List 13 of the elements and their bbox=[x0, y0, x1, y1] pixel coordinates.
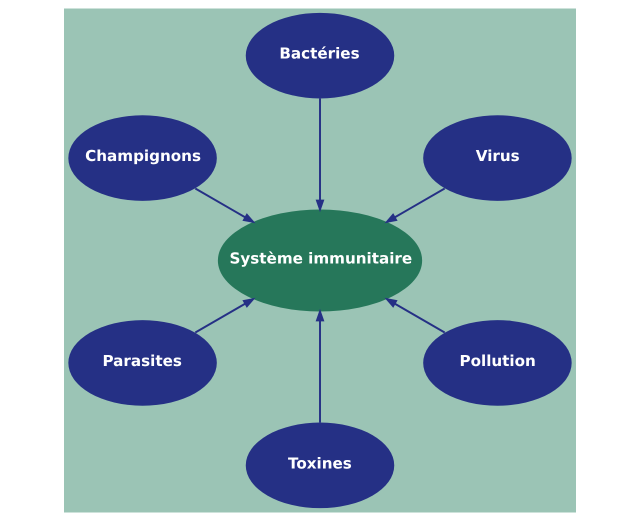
node-ellipse: Virus bbox=[423, 115, 572, 201]
node-ellipse: Toxines bbox=[246, 422, 394, 508]
arrow bbox=[384, 298, 446, 334]
arrow bbox=[384, 188, 446, 224]
node-ellipse: Système immunitaire bbox=[218, 210, 422, 312]
arrow bbox=[316, 308, 324, 422]
arrow bbox=[316, 98, 324, 212]
node-ellipse: Bactéries bbox=[246, 12, 394, 98]
node-ellipse: Parasites bbox=[68, 320, 217, 406]
node-ellipse: Champignons bbox=[68, 115, 217, 201]
arrow bbox=[194, 188, 256, 224]
node-ellipse: Pollution bbox=[423, 320, 572, 406]
arrow bbox=[194, 298, 256, 334]
